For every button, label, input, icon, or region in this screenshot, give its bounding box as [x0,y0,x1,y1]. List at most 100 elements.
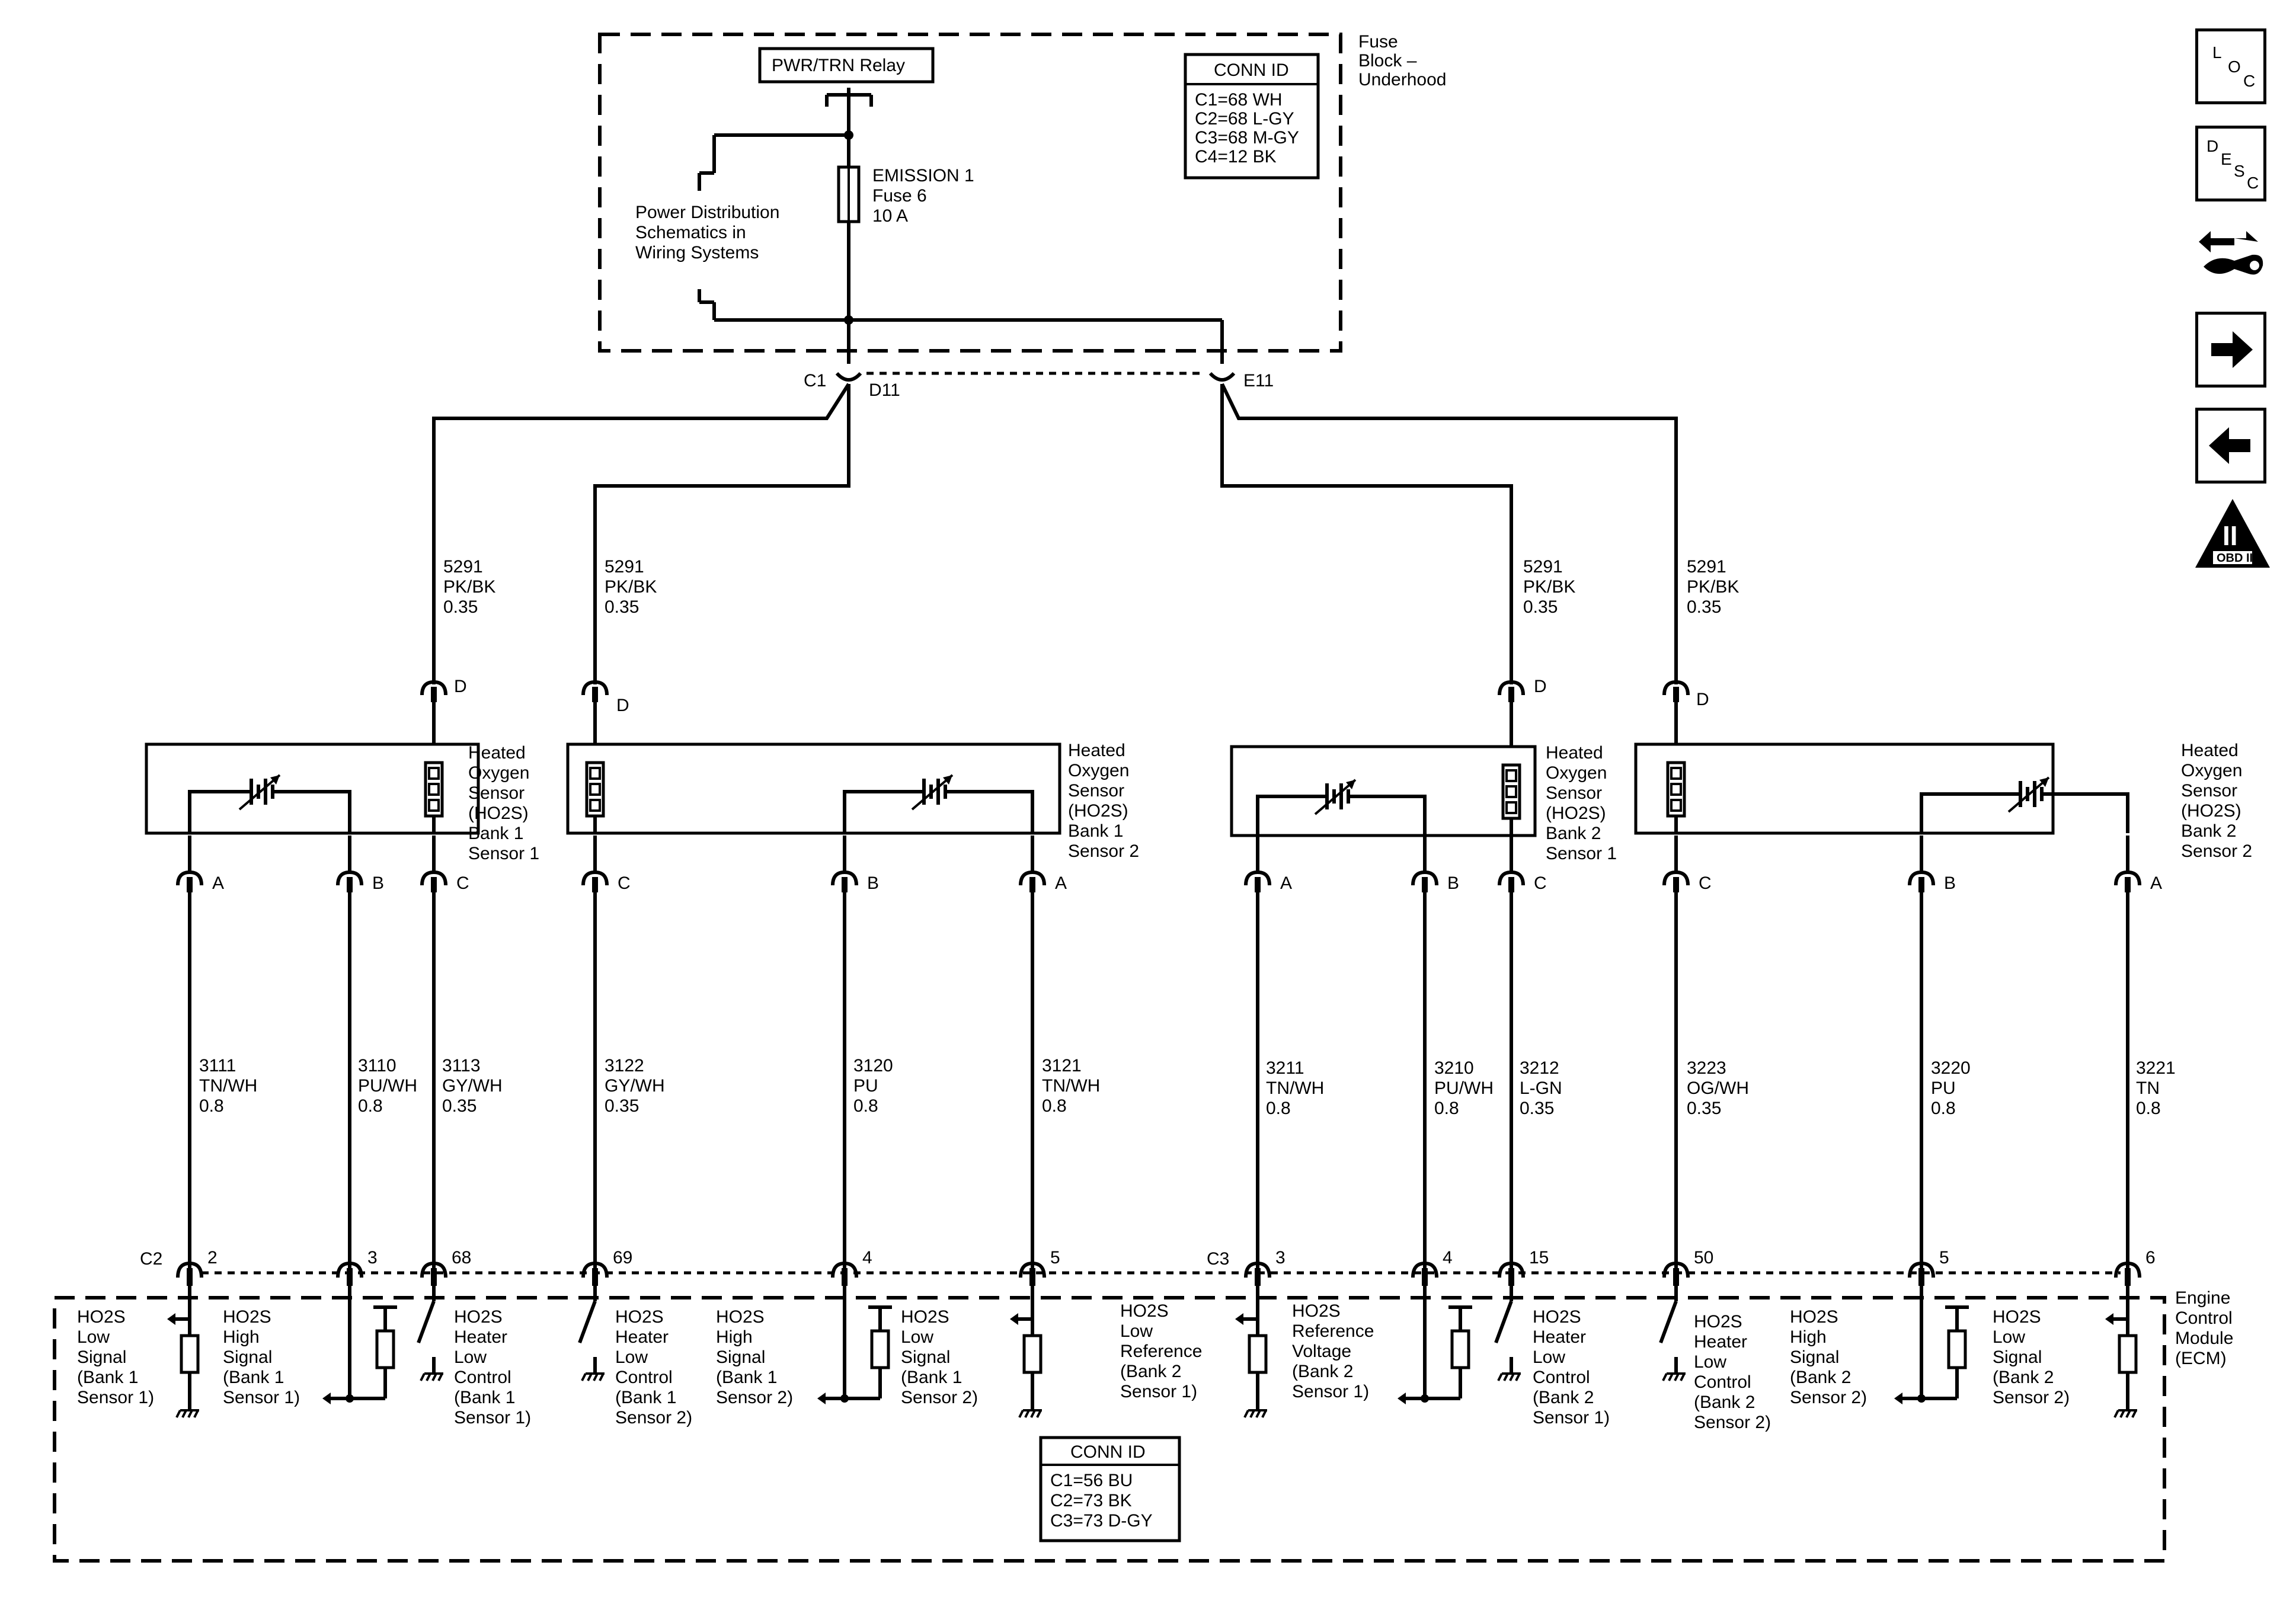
arrow-right-button[interactable] [2195,312,2266,388]
ecm-function-4-line-6: Sensor 2) [615,1408,692,1427]
ecm-function-5-line-2: High [716,1327,753,1347]
obd-ii-numeral: II [2223,520,2238,551]
ecm-function-6-line-1: HO2S [901,1307,949,1327]
sensor2-label-4: (HO2S) [1068,801,1128,821]
ecm-function-2-line-3: Signal [223,1347,272,1367]
sensor-pin-2 [347,877,353,892]
sensor3-label-5: Bank 2 [1546,824,1601,843]
ecm-function-11-line-4: (Bank 2 [1790,1368,1851,1387]
wire-circuit-8: 3210 [1434,1058,1474,1078]
fuse-conn-id-title: CONN ID [1214,60,1289,80]
sensor4-pin-d: D [1696,690,1709,709]
wiring-tool-icon[interactable] [2193,218,2270,289]
obd-ii-label: OBD II [2217,552,2253,565]
ecm-function-8-line-4: (Bank 2 [1292,1362,1353,1381]
feed-4-circuit: 5291 [1687,557,1726,577]
sensor1-label-5: Bank 1 [468,824,523,843]
wire-color-7: TN/WH [1266,1078,1324,1098]
ecm-function-1-line-4: (Bank 1 [77,1368,138,1387]
arrow-left-button[interactable] [2195,408,2266,484]
desc-letter-s: S [2234,162,2245,180]
ecm-pin-9 [1508,1268,1514,1286]
fuse-conn-id-3: C3=68 M-GY [1195,128,1299,148]
sensor-pin-9 [1508,877,1514,892]
fuse-conn-id-2: C2=68 L-GY [1195,109,1294,129]
sensor-pin-label-12: A [2150,873,2162,893]
loc-letter-c: C [2243,72,2256,90]
sensor2-label-2: Oxygen [1068,761,1129,780]
ecm-function-10-line-2: Heater [1694,1332,1747,1352]
wire-size-4: 0.35 [605,1096,639,1116]
ecm-function-8-line-2: Reference [1292,1321,1374,1341]
fuse-label-2: Fuse 6 [872,186,927,206]
wire-circuit-12: 3221 [2136,1058,2176,1078]
ecm-function-6-line-2: Low [901,1327,933,1347]
ecm-pin-label-7: 3 [1275,1248,1285,1267]
relay-label: PWR/TRN Relay [772,56,905,75]
sensor-pin-label-2: B [372,873,384,893]
ecm-function-7-line-2: Low [1120,1321,1153,1341]
sensor4-label-2: Oxygen [2181,761,2242,780]
sensor2-pin-d: D [616,696,629,715]
sensor-pin-label-9: C [1534,873,1547,893]
sensor4-label-6: Sensor 2 [2181,841,2252,861]
loc-button[interactable]: L O C [2195,28,2266,104]
ecm-function-5-line-1: HO2S [716,1307,765,1327]
obd-ii-icon[interactable]: II OBD II [2193,497,2272,570]
loc-letter-o: O [2228,57,2241,76]
fuse-block-label-1: Fuse [1358,32,1398,52]
ecm-connector-7 [1244,1261,1271,1278]
wire-color-1: TN/WH [199,1076,257,1096]
desc-button[interactable]: D E S C [2195,126,2266,201]
ecm-pin-label-4: 69 [613,1248,632,1267]
ecm-function-2-line-5: Sensor 1) [223,1388,300,1407]
wire-circuit-10: 3223 [1687,1058,1726,1078]
loc-letter-l: L [2212,43,2222,62]
sensor3-label-4: (HO2S) [1546,804,1606,823]
feed-1-size: 0.35 [443,597,478,617]
ecm-function-3-line-6: Sensor 1) [454,1408,531,1427]
ecm-conn-id-title: CONN ID [1070,1442,1146,1462]
power-dist-line-1: Power Distribution [635,203,779,222]
sensor2-label-5: Bank 1 [1068,821,1123,841]
ecm-function-10-line-5: (Bank 2 [1694,1393,1755,1412]
ecm-function-12-line-1: HO2S [1993,1307,2041,1327]
ecm-function-4-line-1: HO2S [615,1307,664,1327]
sensor-pin-5 [842,877,848,892]
ecm-connector-1 [176,1261,203,1278]
feed-4-color: PK/BK [1687,577,1739,597]
ecm-pin-12 [2125,1268,2131,1286]
ecm-function-2-line-4: (Bank 1 [223,1368,284,1387]
ecm-pin-3 [431,1268,437,1286]
ecm-function-12-line-5: Sensor 2) [1993,1388,2070,1407]
ecm-connector-4 [581,1261,609,1278]
fuse-pin-e11: E11 [1243,371,1274,391]
wire-size-3: 0.35 [442,1096,477,1116]
ecm-function-11-line-2: High [1790,1327,1827,1347]
wire-circuit-6: 3121 [1042,1056,1082,1076]
ecm-connector-11 [1908,1261,1935,1278]
ecm-function-9-line-3: Low [1533,1347,1565,1367]
ecm-function-8-line-3: Voltage [1292,1342,1351,1361]
ecm-conn-c2: C2 [140,1249,162,1269]
wire-color-8: PU/WH [1434,1078,1494,1098]
fuse-pin-d11: D11 [869,380,900,400]
sensor-pin-12 [2125,877,2131,892]
ecm-pin-label-11: 5 [1939,1248,1949,1267]
wire-size-5: 0.8 [853,1096,878,1116]
ecm-function-11-line-3: Signal [1790,1347,1839,1367]
ecm-function-12-line-4: (Bank 2 [1993,1368,2054,1387]
ecm-function-6-line-5: Sensor 2) [901,1388,978,1407]
ecm-function-9-line-1: HO2S [1533,1307,1581,1327]
ecm-connector-10 [1662,1261,1690,1278]
sensor-pin-label-7: A [1280,873,1292,893]
ecm: C2 C3 Engine Control Module (ECM) CONN I… [53,1249,2233,1563]
wire-size-10: 0.35 [1687,1099,1721,1118]
